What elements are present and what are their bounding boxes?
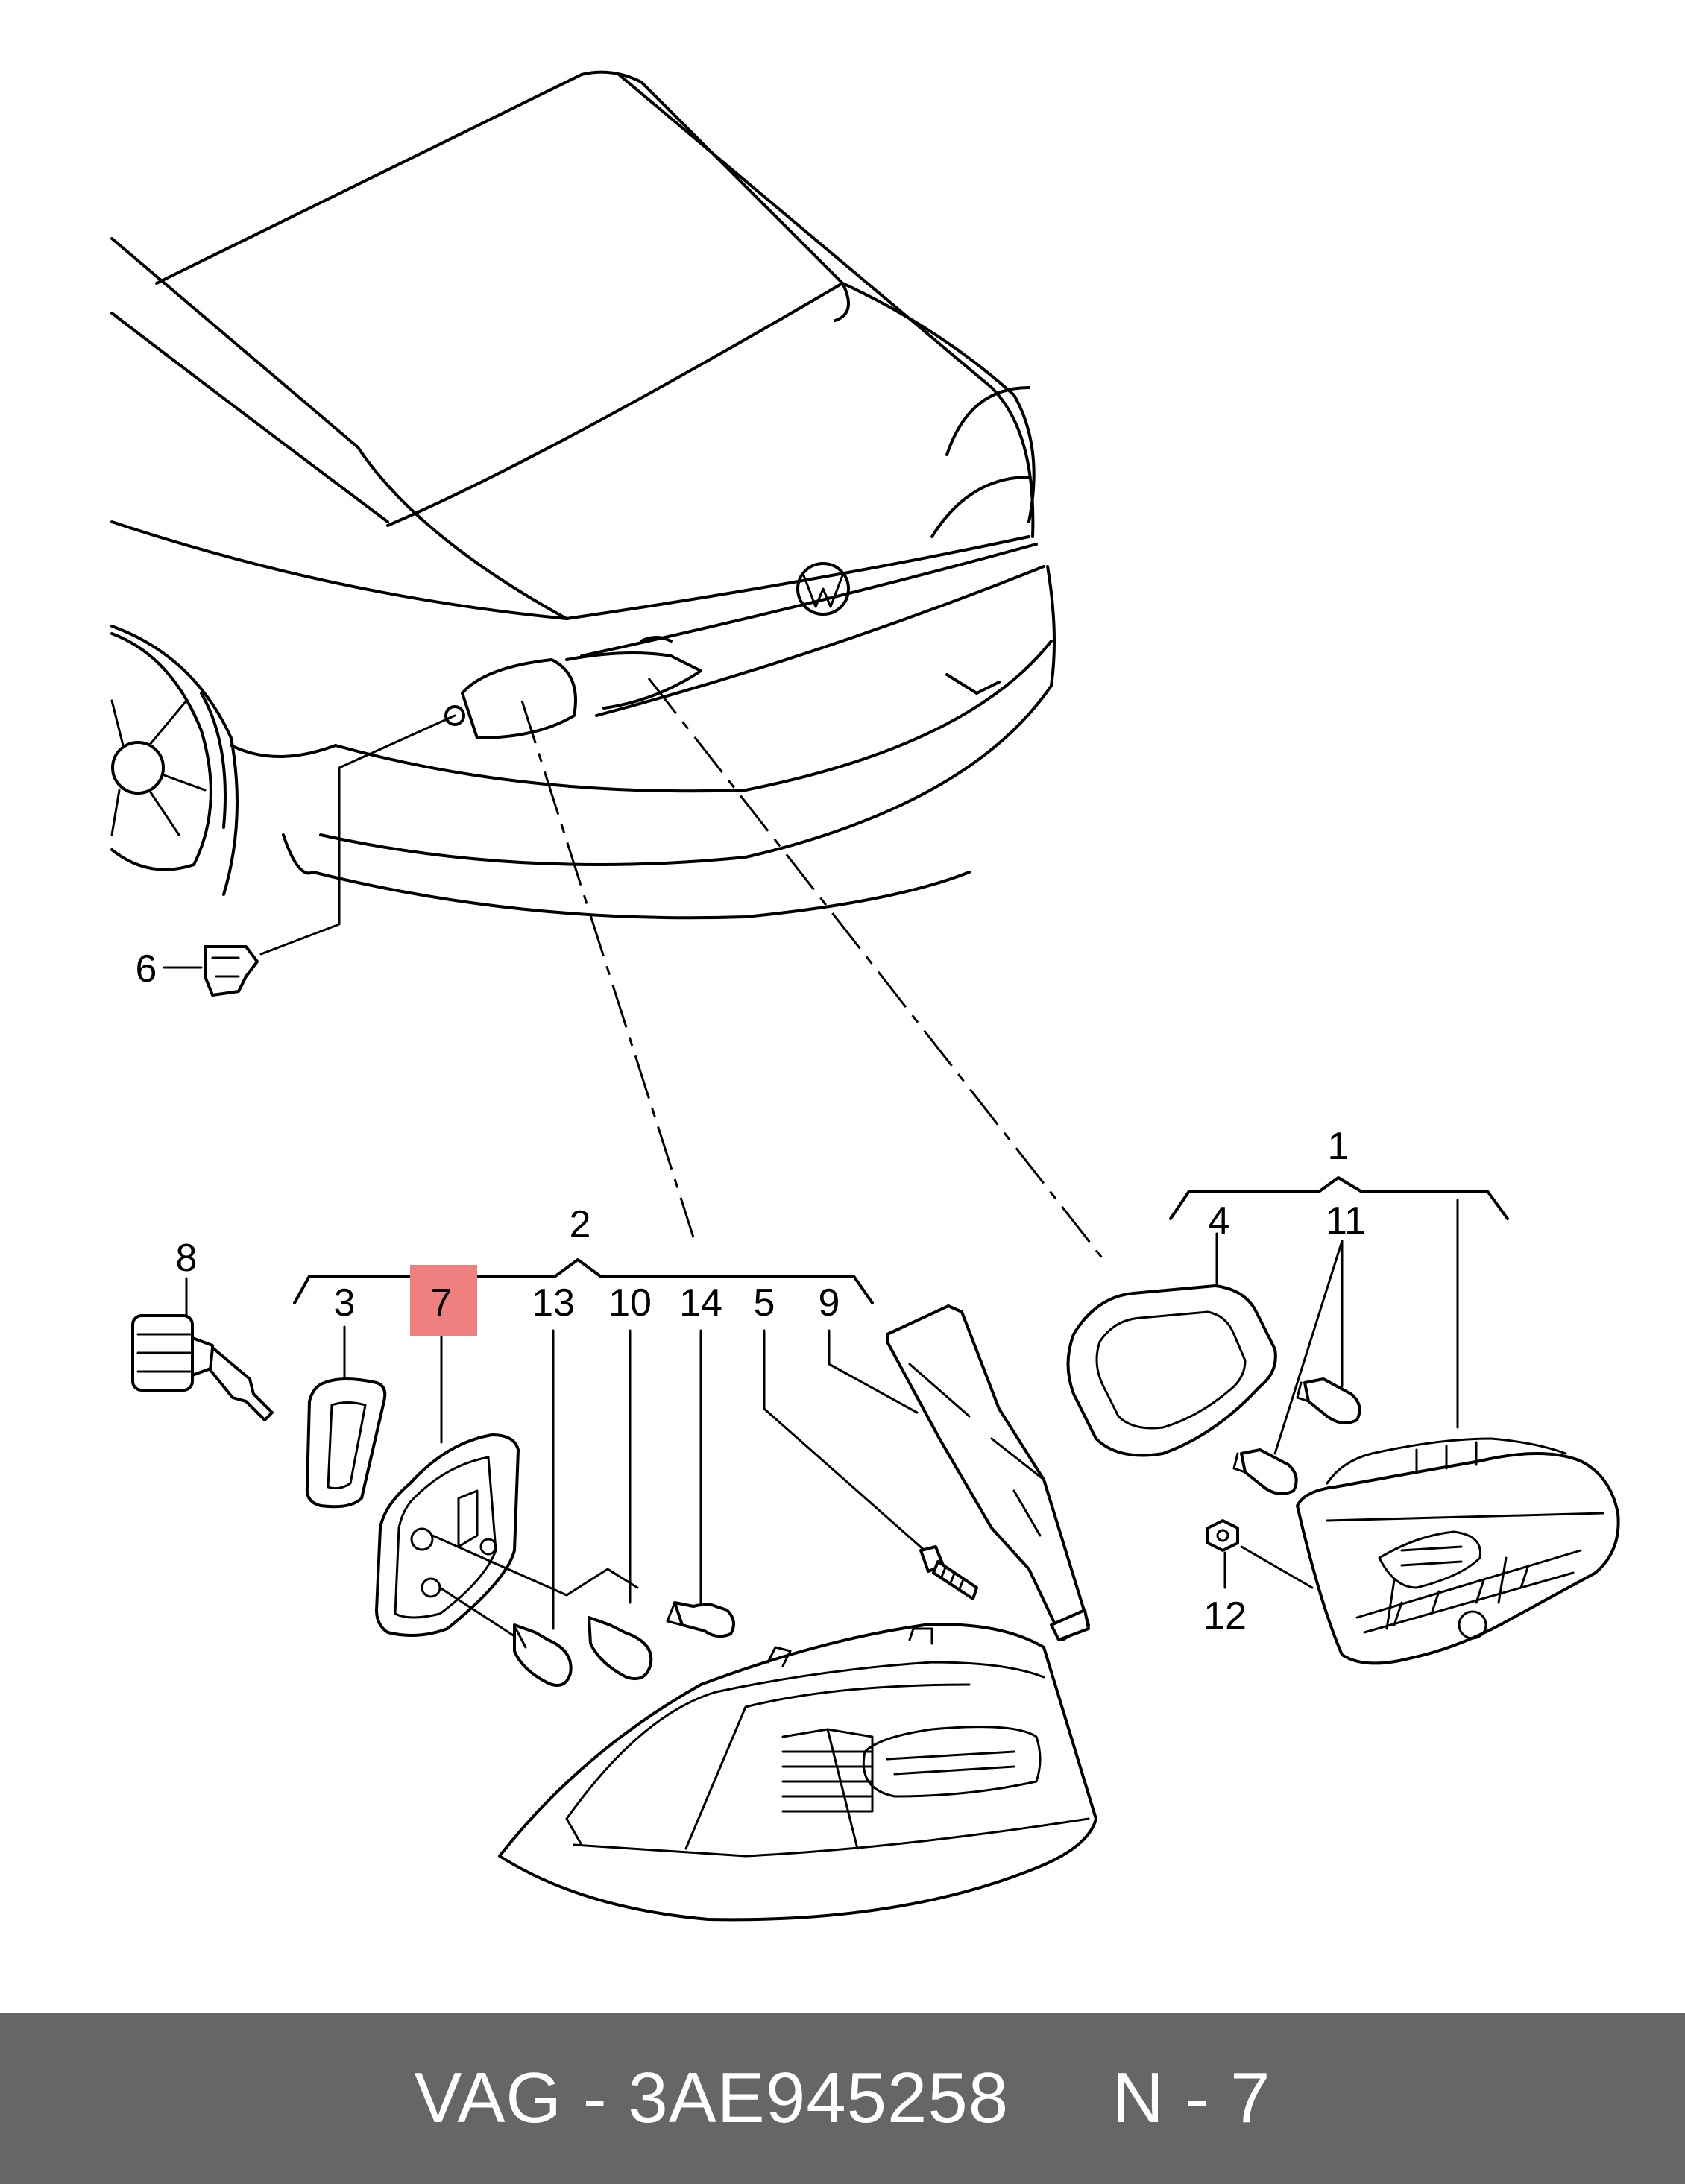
callout-11: 11 (1326, 1199, 1366, 1243)
callout-4: 4 (1209, 1199, 1230, 1243)
callout-2: 2 (570, 1203, 591, 1246)
callout-9: 9 (819, 1281, 840, 1325)
callout-1: 1 (1328, 1125, 1349, 1168)
callout-labels: 1 2 3 4 5 6 7 8 9 10 11 12 13 14 (136, 947, 1366, 1638)
part-13-bulb (513, 1329, 573, 1687)
callout-3: 3 (334, 1281, 356, 1325)
part-4-gasket (1066, 1232, 1277, 1457)
part-11-bulbs (1232, 1240, 1361, 1495)
group-1-bracket (1169, 1176, 1509, 1220)
part-8-wiring-connector (131, 1277, 274, 1421)
part-5-screw (763, 1329, 978, 1600)
leader-lines (259, 678, 1105, 1260)
callout-7: 7 (431, 1281, 453, 1325)
outer-tail-lamp (498, 1623, 1097, 1922)
part-6-clip (163, 945, 259, 997)
callout-8: 8 (176, 1237, 198, 1280)
part-14-bulb (666, 1329, 735, 1638)
part-12-nut (1206, 1519, 1314, 1589)
car-rear-illustration (110, 70, 1056, 920)
part-number-text: VAG - 3AE945258 N - 7 (414, 2058, 1271, 2138)
part-7-bulb-carrier (375, 1333, 568, 1638)
callout-6: 6 (136, 947, 157, 991)
callout-14: 14 (679, 1281, 722, 1325)
part-number-footer: VAG - 3AE945258 N - 7 (0, 2013, 1685, 2184)
highlighted-part-box (410, 1265, 477, 1336)
callout-12: 12 (1203, 1594, 1247, 1638)
inner-tail-lamp (1296, 1199, 1620, 1665)
callout-5: 5 (754, 1281, 775, 1325)
part-3-gasket (305, 1325, 387, 1509)
callout-10: 10 (608, 1281, 652, 1325)
vw-logo-icon (796, 562, 850, 616)
part-9-mounting-bracket (828, 1304, 1090, 1641)
callout-13: 13 (532, 1281, 575, 1325)
part-10-bulb (565, 1329, 653, 1681)
parts-diagram: 1 2 3 4 5 6 7 8 9 10 11 12 13 14 (110, 70, 1620, 1922)
group-2-bracket (293, 1258, 874, 1304)
